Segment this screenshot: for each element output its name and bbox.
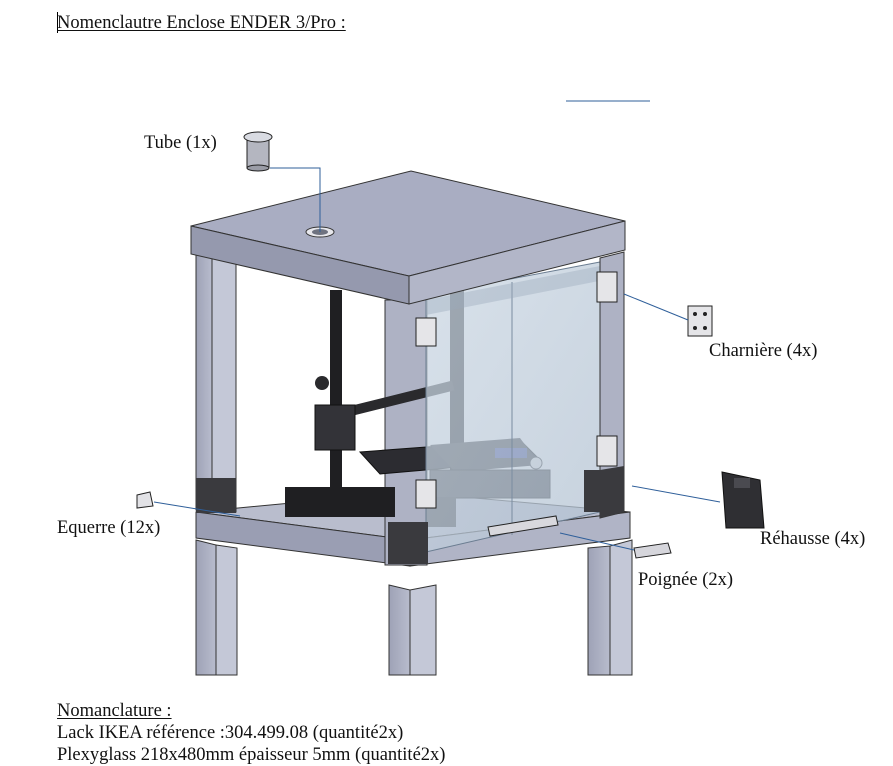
section-heading: Nomanclature : bbox=[57, 701, 172, 721]
label-rehausse: Réhausse (4x) bbox=[760, 529, 866, 549]
part-hinge bbox=[687, 305, 713, 337]
plexiglass-panel bbox=[425, 261, 604, 553]
list-item: Plexyglass 218x480mm épaisseur 5mm (quan… bbox=[57, 745, 446, 765]
lower-table-legs bbox=[195, 539, 633, 676]
label-charniere: Charnière (4x) bbox=[709, 341, 818, 361]
text-cursor bbox=[57, 12, 58, 33]
handle-mounted bbox=[487, 515, 559, 537]
label-poignee: Poignée (2x) bbox=[638, 570, 734, 590]
document-title: Nomenclautre Enclose ENDER 3/Pro : bbox=[57, 13, 346, 33]
part-tube bbox=[243, 131, 273, 172]
list-item: Lack IKEA référence :304.499.08 (quantit… bbox=[57, 723, 404, 743]
upper-back-legs bbox=[195, 249, 428, 566]
part-poignee bbox=[633, 542, 672, 559]
enclosure-exploded-diagram bbox=[136, 100, 765, 676]
label-equerre: Equerre (12x) bbox=[57, 518, 161, 538]
hinges-on-frame bbox=[415, 271, 618, 509]
label-tube: Tube (1x) bbox=[144, 133, 217, 153]
leader-lines bbox=[153, 167, 721, 551]
part-rehausse bbox=[721, 471, 765, 529]
part-equerre bbox=[136, 491, 154, 509]
risers bbox=[196, 470, 604, 564]
upper-tabletop bbox=[190, 170, 626, 305]
